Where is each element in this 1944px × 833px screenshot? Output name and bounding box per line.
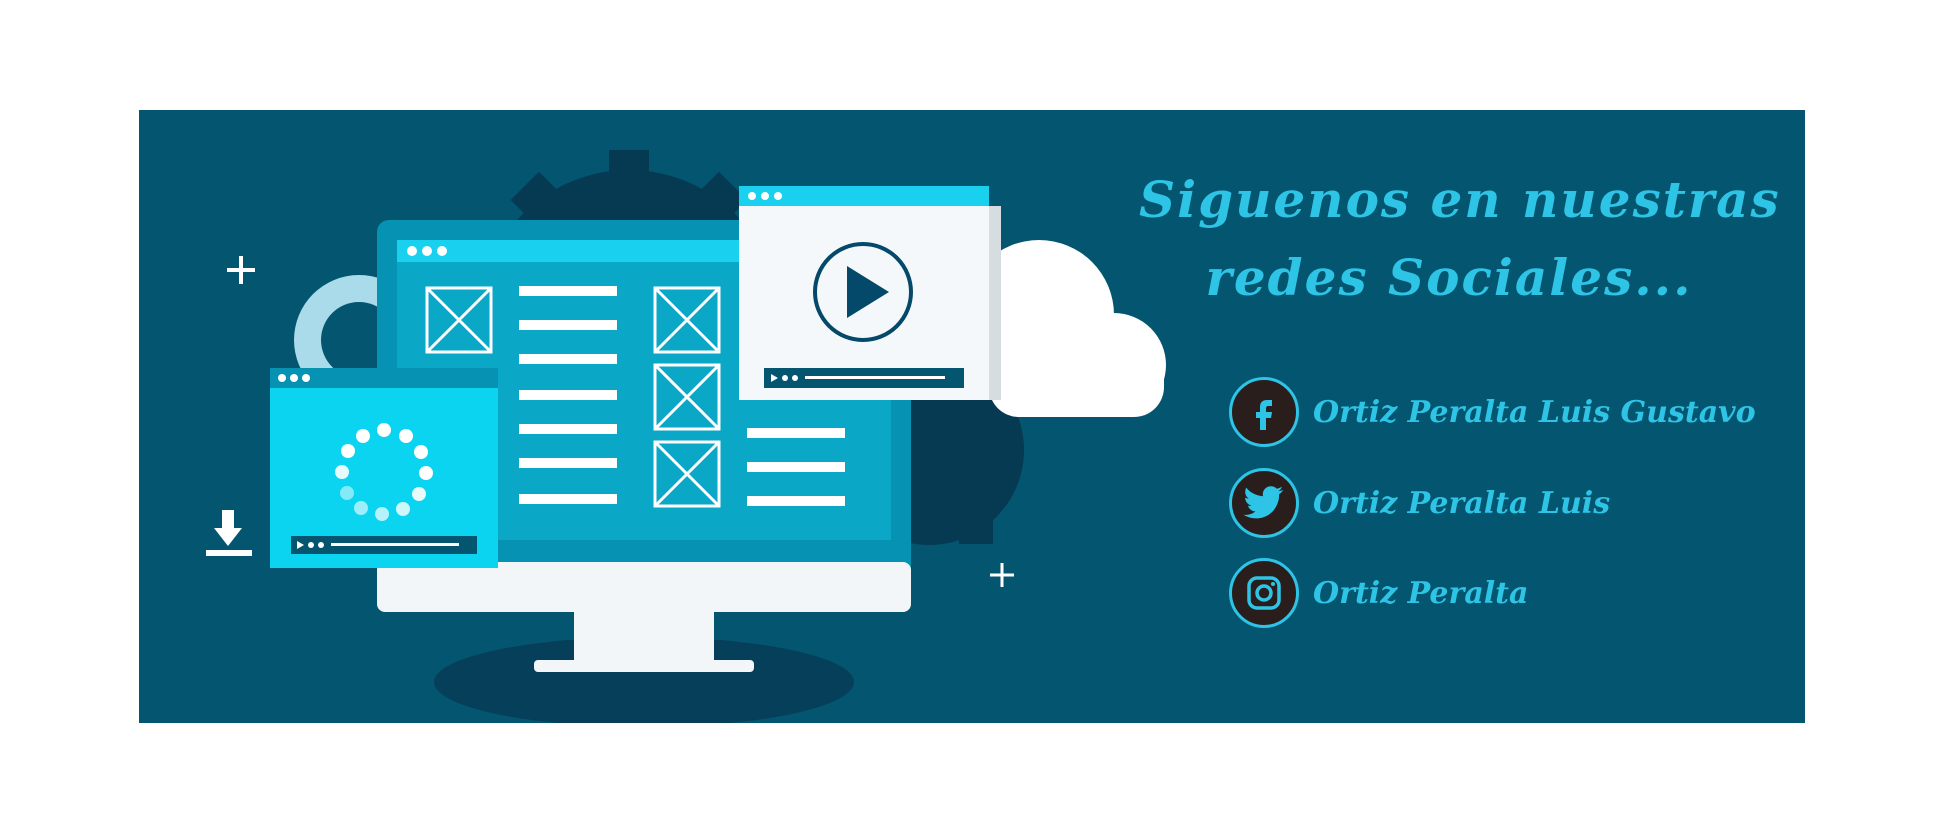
twitter-label: Ortiz Peralta Luis xyxy=(1313,485,1611,521)
twitter-icon xyxy=(1229,468,1299,538)
social-link-twitter[interactable]: Ortiz Peralta Luis xyxy=(1229,463,1610,543)
instagram-icon xyxy=(1229,558,1299,628)
instagram-label: Ortiz Peralta xyxy=(1313,575,1529,611)
facebook-label: Ortiz Peralta Luis Gustavo xyxy=(1313,394,1756,430)
headline-line-1: Siguenos en nuestras xyxy=(1139,170,1781,229)
monitor-shadow xyxy=(434,637,854,723)
cloud-icon xyxy=(964,240,1166,417)
social-link-instagram[interactable]: Ortiz Peralta xyxy=(1229,553,1528,633)
plus-icon-small xyxy=(990,563,1014,587)
play-icon xyxy=(813,242,913,342)
headline-line-2: redes Sociales... xyxy=(1205,248,1693,307)
facebook-icon xyxy=(1229,377,1299,447)
plus-icon xyxy=(227,256,255,284)
monitor-stand xyxy=(574,612,714,660)
loading-window xyxy=(270,368,498,568)
video-window xyxy=(739,186,1001,400)
loading-spinner-icon xyxy=(335,423,433,521)
download-icon xyxy=(206,510,252,556)
social-banner: Siguenos en nuestras redes Sociales... O… xyxy=(139,110,1805,723)
illustration xyxy=(206,150,1166,723)
social-link-facebook[interactable]: Ortiz Peralta Luis Gustavo xyxy=(1229,372,1756,452)
